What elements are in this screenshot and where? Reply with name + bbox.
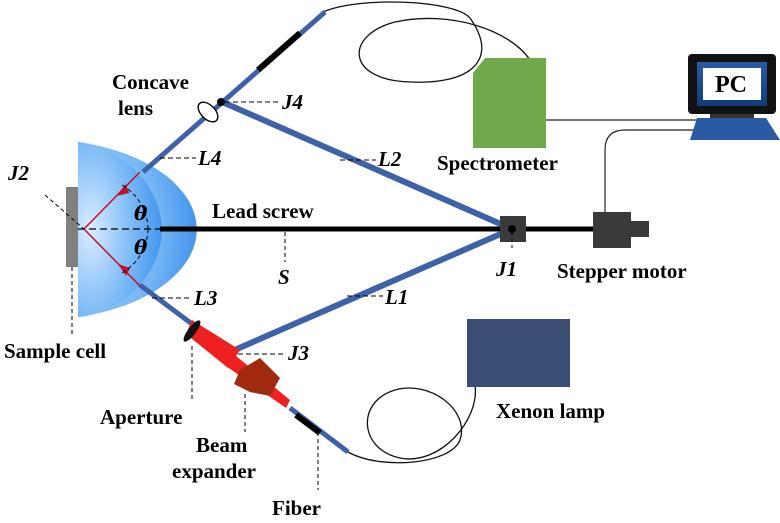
beam-expander — [234, 358, 280, 396]
label-aperture: Aperture — [100, 405, 182, 429]
pc-label-box — [703, 68, 761, 100]
reflected-ray — [83, 171, 141, 230]
arm-l1 — [228, 226, 514, 355]
label-pc: PC — [715, 72, 747, 98]
upper-fiber-loop — [322, 1, 531, 83]
dome-body — [78, 142, 162, 317]
spectrometer — [473, 58, 546, 148]
label-l2: L2 — [377, 147, 402, 171]
label-theta-bottom: θ — [134, 235, 148, 259]
label-s: S — [278, 265, 290, 289]
label-theta-top: θ — [134, 201, 148, 225]
arm-l3-lower — [138, 283, 194, 326]
joint-j4 — [217, 98, 225, 106]
lower-fiber-loop — [347, 384, 476, 464]
normal-j2-line — [44, 194, 85, 230]
label-beam-expander-2: expander — [172, 459, 256, 483]
label-xenon-lamp: Xenon lamp — [496, 399, 605, 423]
label-stepper-motor: Stepper motor — [557, 259, 687, 283]
label-j1: J1 — [495, 257, 517, 281]
beam-tube — [186, 320, 240, 368]
label-spectrometer: Spectrometer — [437, 151, 558, 175]
stepper-motor-shaft — [631, 221, 649, 237]
label-fiber: Fiber — [272, 496, 321, 520]
arm-l2 — [218, 98, 514, 232]
label-lead-screw: Lead screw — [212, 199, 315, 223]
pc-keyboard — [690, 118, 780, 140]
stepper-motor — [593, 212, 631, 248]
joint-j1 — [508, 225, 516, 233]
aperture — [183, 320, 201, 342]
label-concave-lens-1: Concave — [112, 70, 189, 94]
theta-arc-top — [119, 183, 149, 230]
theta-arc-bottom — [119, 228, 149, 275]
label-l3: L3 — [193, 286, 217, 310]
incident-ray — [83, 228, 141, 287]
label-j3: J3 — [287, 341, 309, 365]
label-l4: L4 — [197, 146, 221, 170]
motor-pc-cable — [604, 129, 700, 212]
label-concave-lens-2: lens — [118, 96, 153, 120]
fiber-sleeve-lower — [294, 412, 322, 436]
label-beam-expander-1: Beam — [196, 433, 248, 457]
label-l1: L1 — [384, 285, 408, 309]
label-j4: J4 — [281, 90, 303, 114]
reflected-arrow — [116, 184, 129, 196]
incident-arrow — [118, 264, 130, 276]
concave-lens — [197, 101, 219, 123]
xenon-lamp — [467, 319, 570, 387]
fiber-sleeve-upper — [256, 30, 302, 73]
label-sample-cell: Sample cell — [4, 339, 106, 363]
sample-cell — [66, 187, 78, 267]
label-j2: J2 — [7, 161, 30, 185]
